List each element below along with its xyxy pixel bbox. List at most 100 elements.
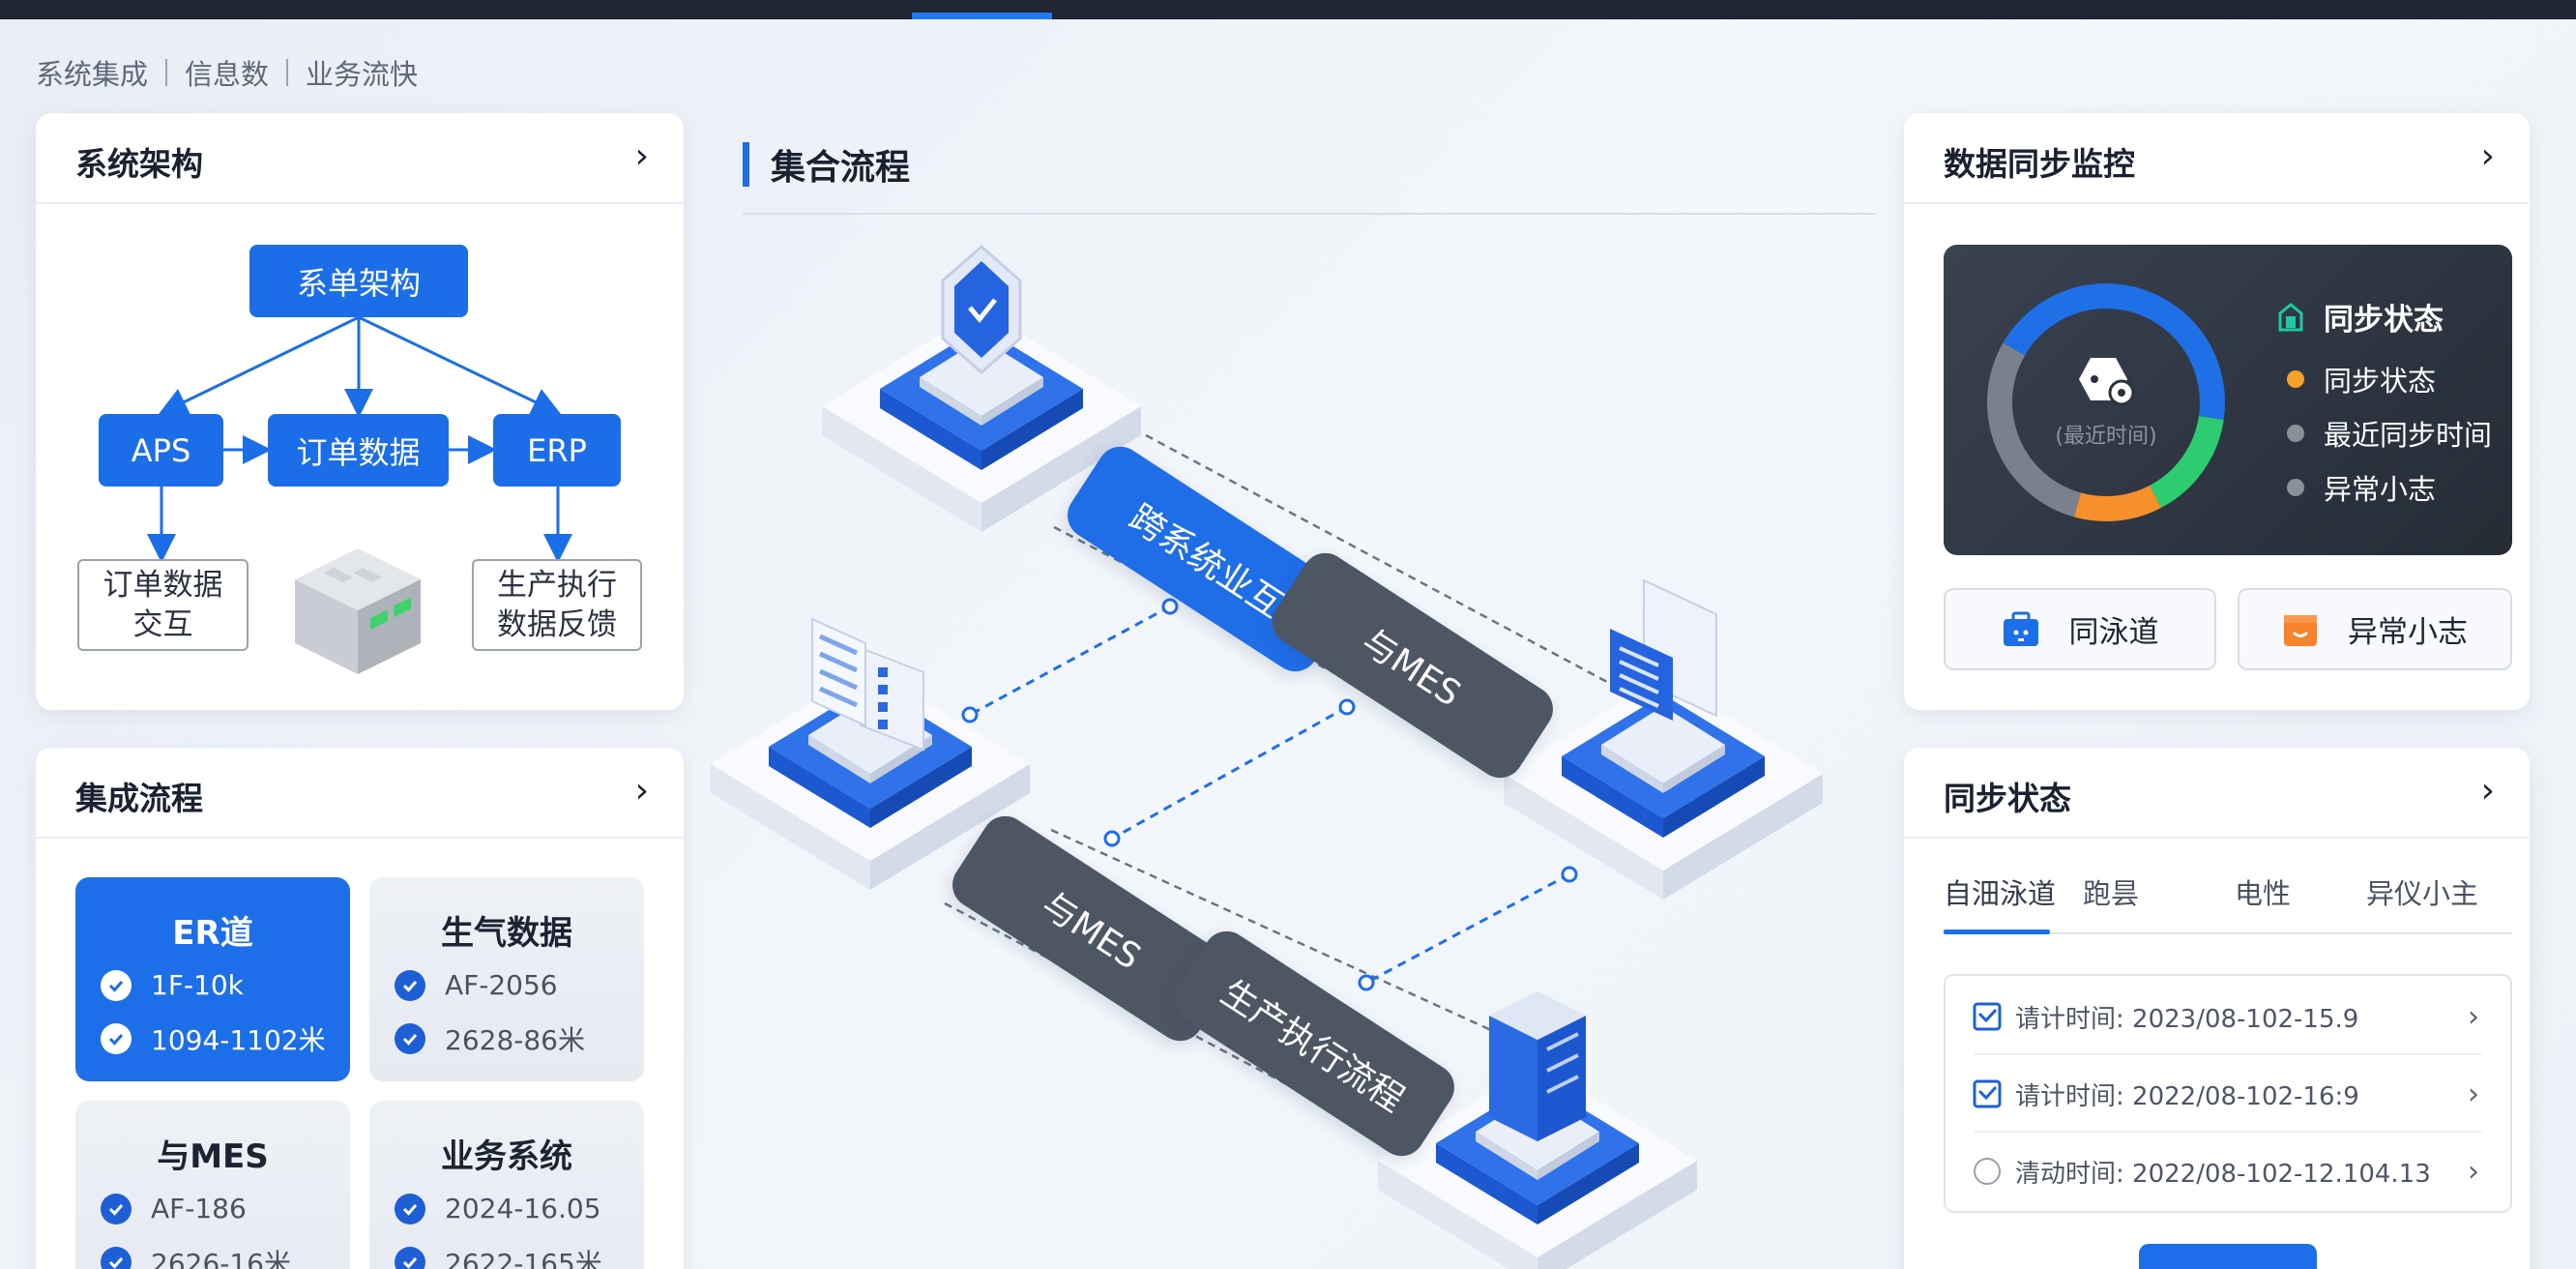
- system-architecture-card: 系统架构 › 系单架构 APS 订单数据 ERP 订单数据 交互 生产执行 数据…: [36, 113, 684, 710]
- tile-item: AF-186: [101, 1193, 247, 1225]
- row-divider: [1975, 1053, 2481, 1055]
- connector-node[interactable]: [1561, 866, 1578, 883]
- legend-item: 异常小志: [2287, 467, 2436, 508]
- check-circle-icon: [395, 1247, 425, 1269]
- row-text: 清动时间: 2022/08-102-12.104.13: [2015, 1159, 2431, 1189]
- chevron-right-icon[interactable]: ›: [2480, 136, 2495, 176]
- error-log-button[interactable]: 异常小志: [2238, 588, 2512, 670]
- donut-center-label: (最近时间): [2055, 425, 2157, 449]
- flow-tile[interactable]: 生气数据 AF-2056 2628-86米: [369, 877, 644, 1081]
- chevron-right-icon[interactable]: ›: [2468, 999, 2479, 1034]
- card-header: 集成流程 ›: [36, 748, 684, 839]
- keypad-key: [878, 720, 888, 729]
- tile-title: 生气数据: [441, 914, 572, 953]
- platform-tier-side: [880, 389, 981, 470]
- checkbox-checked-icon[interactable]: [1973, 1002, 2002, 1031]
- connector-node[interactable]: [1161, 598, 1179, 615]
- root-node[interactable]: 系单架构: [249, 245, 468, 317]
- breadcrumb-item[interactable]: 系统集成: [36, 58, 149, 91]
- server-icon[interactable]: [1378, 991, 1697, 1269]
- breadcrumb-item[interactable]: 业务流快: [306, 58, 419, 91]
- platform-tier-side: [870, 747, 972, 828]
- check-circle-icon: [101, 1023, 132, 1054]
- flow-strip-edge: [1050, 828, 1545, 1056]
- tab-track: [1944, 932, 2512, 934]
- tile-item: 2626-16米: [101, 1243, 291, 1269]
- connector-node[interactable]: [1358, 974, 1375, 991]
- shield-shape: [954, 261, 1009, 358]
- data-sync-monitor-card: 数据同步监控 › (最近时间) 同步状态 同步状态最近同步时间异常小志 同泳道 …: [1904, 113, 2530, 710]
- flow-tile[interactable]: 业务系统 2024-16.05 2622-165米: [369, 1101, 644, 1269]
- tab-2[interactable]: 跑昙: [2083, 877, 2140, 910]
- shield-icon[interactable]: [822, 245, 1141, 532]
- card-title: 同步状态: [1944, 780, 2071, 817]
- legend-label: 异常小志: [2324, 473, 2437, 506]
- sync-record-row[interactable]: 请计时间: 2023/08-102-15.9 ›: [1946, 978, 2510, 1055]
- chevron-right-icon[interactable]: ›: [2468, 1077, 2479, 1111]
- tab-lane[interactable]: 自沺泳道: [1944, 877, 2057, 910]
- tile-item: 2628-86米: [395, 1019, 585, 1058]
- architecture-arrows: [147, 315, 572, 563]
- document-monitor-icon[interactable]: [1504, 578, 1823, 900]
- connector-line: [1365, 872, 1570, 985]
- tile-title: 业务系统: [441, 1137, 572, 1176]
- primary-action-button[interactable]: [2139, 1244, 2317, 1269]
- computer-icon[interactable]: [711, 617, 1030, 890]
- radio-unchecked-icon[interactable]: [1973, 1157, 2002, 1186]
- check-circle-icon: [101, 1247, 132, 1269]
- legend-label: 最近同步时间: [2324, 419, 2493, 452]
- tab-3[interactable]: 电性: [2235, 877, 2292, 910]
- sync-donut-chart: [1987, 283, 2225, 521]
- legend-dot: [2287, 425, 2304, 442]
- connector-node[interactable]: [1103, 830, 1121, 847]
- node-aps[interactable]: APS: [99, 414, 223, 487]
- sync-hub-icon: [2079, 358, 2135, 406]
- keypad-key: [878, 702, 888, 712]
- connector-node[interactable]: [961, 706, 979, 723]
- platform-base-side: [1378, 1161, 1537, 1269]
- check-circle-icon: [395, 1023, 425, 1054]
- platform-top-side: [1537, 1132, 1599, 1180]
- tile-item-text: 2024-16.05: [445, 1193, 601, 1225]
- tile-item: 2024-16.05: [395, 1193, 601, 1225]
- chevron-right-icon[interactable]: ›: [634, 771, 649, 811]
- platform-base-side: [870, 764, 1030, 890]
- tile-item: AF-2056: [395, 969, 558, 1001]
- platform-top-side: [981, 377, 1043, 426]
- document-line: [818, 686, 859, 708]
- checkbox-checked-icon[interactable]: [1973, 1079, 2002, 1108]
- platform-tier-side: [1537, 1143, 1639, 1225]
- briefcase-icon: [2003, 611, 2038, 646]
- server-slot: [1546, 1032, 1579, 1051]
- platform-base-side: [711, 764, 870, 890]
- platform-top-top: [1601, 706, 1725, 783]
- sync-record-row[interactable]: 请计时间: 2022/08-102-16:9›: [1946, 1055, 2510, 1133]
- tile-item-text: 1094-1102米: [151, 1024, 326, 1056]
- legend-title-text: 同步状态: [2324, 303, 2444, 338]
- connector-node[interactable]: [1338, 698, 1356, 716]
- tile-item-text: 2622-165米: [445, 1248, 602, 1269]
- tab-4[interactable]: 异仪小主: [2366, 877, 2479, 910]
- donut-segment: [2003, 283, 2225, 420]
- sync-lane-button[interactable]: 同泳道: [1944, 588, 2216, 670]
- chevron-right-icon[interactable]: ›: [2468, 1154, 2479, 1189]
- document: [811, 617, 866, 727]
- keypad-key: [878, 685, 888, 694]
- node-erp[interactable]: ERP: [493, 414, 621, 487]
- check-circle-icon: [395, 969, 425, 1001]
- breadcrumb-divider: [286, 59, 289, 86]
- row-text: 请计时间: 2023/08-102-15.9: [2015, 1004, 2359, 1034]
- active-nav-indicator[interactable]: [912, 13, 1052, 19]
- node-order-data[interactable]: 订单数据: [268, 414, 449, 487]
- active-tab-indicator: [1944, 930, 2050, 934]
- breadcrumb-item[interactable]: 信息数: [185, 58, 270, 91]
- sync-record-row[interactable]: 清动时间: 2022/08-102-12.104.13 ›: [1946, 1133, 2510, 1210]
- sync-status-panel: (最近时间) 同步状态 同步状态最近同步时间异常小志: [1944, 245, 2512, 555]
- tile-item-text: 2628-86米: [445, 1024, 585, 1056]
- platform-base-side: [822, 406, 981, 532]
- chevron-right-icon[interactable]: ›: [634, 136, 649, 176]
- chevron-right-icon[interactable]: ›: [2480, 771, 2495, 811]
